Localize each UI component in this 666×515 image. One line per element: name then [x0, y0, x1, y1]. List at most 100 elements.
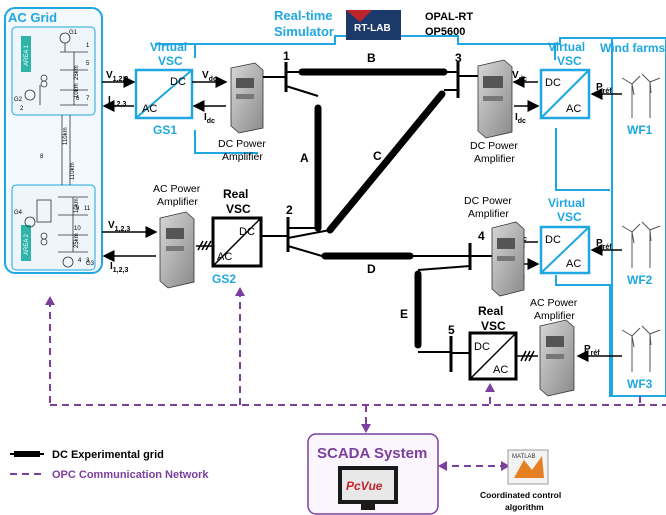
svg-text:2: 2: [286, 203, 293, 217]
svg-text:25km: 25km: [74, 65, 80, 80]
svg-text:3: 3: [455, 51, 462, 65]
svg-text:G3: G3: [86, 261, 95, 267]
wf2-ac-text: AC: [566, 258, 581, 270]
wf1-virtual-label: Virtual: [548, 40, 585, 54]
wf3-ac-text: AC: [493, 364, 508, 376]
dc-amp-4-label-2: Amplifier: [468, 208, 509, 220]
wf1-pref-signal: Préf: [596, 82, 612, 95]
wf1-ac-text: AC: [566, 103, 581, 115]
wf3-label: WF3: [627, 377, 653, 391]
legend-dc-grid-text: DC Experimental grid: [52, 449, 164, 461]
dc-amp-4-label-1: DC Power: [464, 195, 512, 207]
dc-amplifier-3: [477, 59, 513, 139]
monitor-stand: [361, 504, 375, 510]
wf3-dc-text: DC: [474, 341, 490, 353]
wind-turbines-wf2: [621, 221, 661, 268]
wf1-dc-text: DC: [545, 77, 561, 89]
svg-text:110km: 110km: [63, 127, 69, 145]
svg-text:C: C: [373, 149, 382, 163]
dc-line-c: [326, 90, 446, 234]
svg-text:3: 3: [86, 258, 90, 264]
area2-label: AREA 2: [24, 233, 30, 255]
ac-amp-2-label-2: Amplifier: [157, 196, 198, 208]
gs1-dc-text: DC: [170, 76, 186, 88]
gs2-three-phase-link: [196, 240, 213, 251]
svg-text:5: 5: [448, 323, 455, 337]
gs2-v-signal: V1,2,3: [108, 220, 130, 233]
matlab-logo-shape: [514, 456, 544, 478]
opal-label-line2: OP5600: [425, 26, 465, 38]
ac-amplifier-3: [539, 319, 575, 397]
area1-badge: [21, 36, 31, 72]
wf2-pref-signal: Préf: [596, 238, 612, 251]
svg-text:G1: G1: [69, 30, 78, 36]
simulator-boundary: [155, 35, 666, 397]
svg-text:10: 10: [74, 226, 81, 232]
wf3-real-label: Real: [478, 304, 503, 318]
wf3-pref-signal: Préf: [584, 344, 600, 357]
rtlab-logo-text: RT-LAB: [354, 23, 391, 34]
dc-amplifier-1: [230, 62, 264, 134]
wind-turbines-wf3: [621, 325, 661, 372]
realtime-label-line1: Real-time: [274, 8, 333, 23]
wf2-dc-text: DC: [545, 234, 561, 246]
svg-text:10km: 10km: [74, 83, 80, 98]
ac-amp-2-label-1: AC Power: [153, 183, 201, 195]
wf1-vdc-signal: Vdc: [512, 70, 527, 83]
area1-label: AREA 1: [24, 44, 30, 66]
area2-badge: [21, 225, 31, 261]
gs2-dc-text: DC: [239, 226, 255, 238]
opal-label-line1: OPAL-RT: [425, 11, 473, 23]
pcvue-screen: [342, 470, 394, 500]
svg-text:1: 1: [86, 43, 90, 49]
wf2-label: WF2: [627, 273, 653, 287]
svg-text:E: E: [400, 307, 408, 321]
svg-text:A: A: [300, 151, 309, 165]
gs1-label: GS1: [153, 123, 177, 137]
svg-text:110km: 110km: [70, 162, 76, 180]
gs1-i-signal: I1,2,3: [108, 95, 126, 108]
wf3-vsc-label: VSC: [481, 319, 506, 333]
svg-text:25km: 25km: [74, 233, 80, 248]
gs1-ac-text: AC: [142, 103, 157, 115]
svg-text:2: 2: [20, 106, 24, 112]
ac-grid-label: AC Grid: [8, 10, 57, 25]
legend-opc-text: OPC Communication Network: [52, 469, 209, 481]
gs1-idc-signal: Idc: [204, 112, 215, 125]
area2-network: [24, 196, 88, 268]
dc-amp-1-label-1: DC Power: [218, 138, 266, 150]
wf2-virtual-label: Virtual: [548, 196, 585, 210]
wind-farms-box: [611, 37, 666, 397]
svg-text:B: B: [367, 51, 376, 65]
gs1-vdc-signal: Vdc: [202, 70, 217, 83]
gs1-v-signal: V1,2,3: [106, 70, 128, 83]
svg-text:8: 8: [40, 154, 44, 160]
gs2-ac-text: AC: [217, 251, 232, 263]
svg-text:4: 4: [478, 229, 485, 243]
dc-amplifier-4: [491, 221, 525, 297]
gs2-real-label: Real: [223, 187, 248, 201]
wind-turbines-wf1: [621, 73, 661, 118]
scada-title: SCADA System: [317, 445, 427, 462]
opc-arrowheads: [45, 287, 510, 471]
gs2-label: GS2: [212, 272, 236, 286]
svg-text:6: 6: [76, 96, 80, 102]
gs1-virtual-label: Virtual: [150, 40, 187, 54]
ac-amplifier-2: [159, 211, 195, 289]
wf1-idc-signal: Idc: [515, 112, 526, 125]
svg-text:G4: G4: [14, 210, 23, 216]
svg-text:1: 1: [283, 49, 290, 63]
algo-label-1: Coordinated control: [480, 490, 561, 500]
svg-text:10km: 10km: [74, 198, 80, 213]
svg-text:11: 11: [84, 206, 91, 212]
dc-grid: [262, 62, 492, 372]
dc-amp-3-label-2: Amplifier: [474, 153, 515, 165]
svg-text:7: 7: [86, 96, 90, 102]
pcvue-logo: PcVue: [346, 479, 383, 493]
dc-grid-labels: 1 3 2 4 5 A B C D E: [283, 49, 485, 337]
dc-amp-1-label-2: Amplifier: [222, 151, 263, 163]
wf1-label: WF1: [627, 123, 653, 137]
svg-text:4: 4: [78, 258, 82, 264]
